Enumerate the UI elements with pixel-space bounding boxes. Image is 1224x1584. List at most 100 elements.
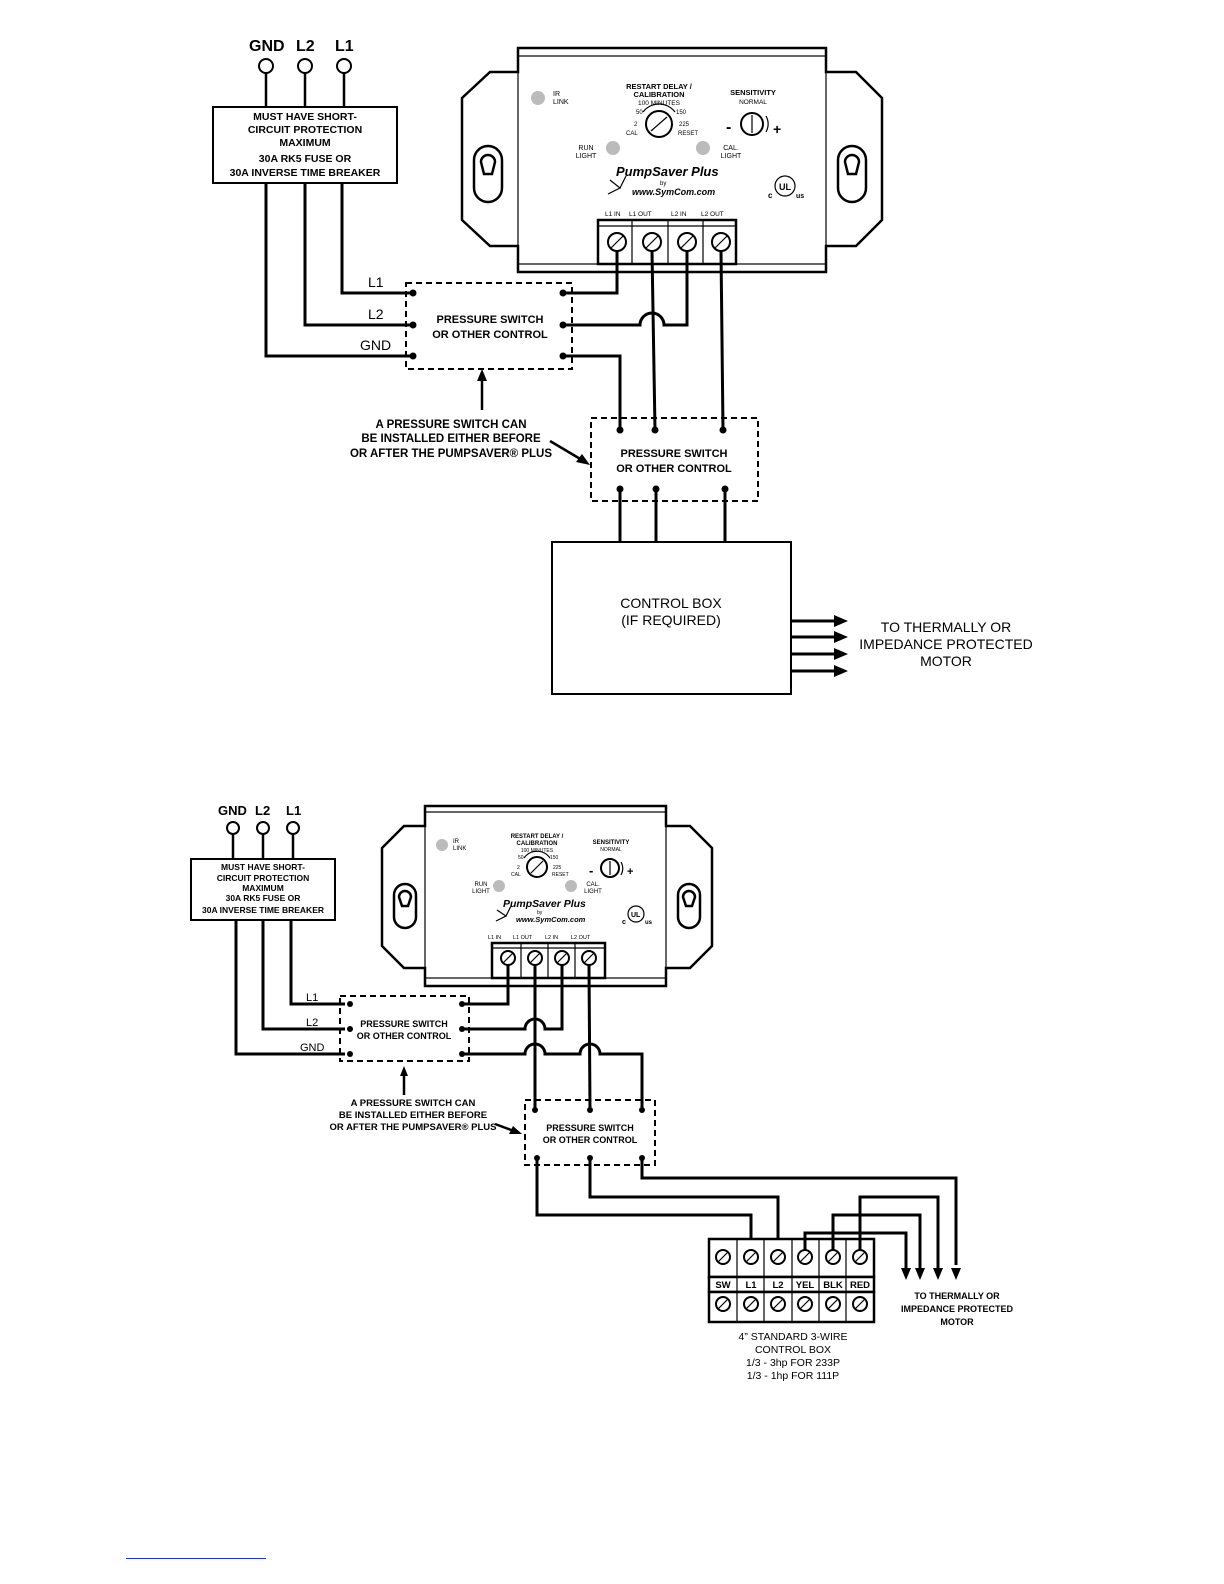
top-dial-mark-50: 50 [636, 110, 643, 116]
bottom-wire-l1-label: L1 [306, 992, 318, 1004]
bottom-cal-light-2: LIGHT [584, 889, 602, 895]
top-note-line-3: OR AFTER THE PUMPSAVER® PLUS [350, 448, 552, 460]
bottom-brand-url: www.SymCom.com [516, 915, 586, 924]
top-note-line-1: A PRESSURE SWITCH CAN [376, 419, 527, 431]
top-dial-mark-cal: CAL [626, 131, 638, 137]
bottom-run-light-1: RUN [475, 882, 488, 888]
top-cert-ul: UL [779, 182, 791, 192]
bottom-term-l2in: L2 IN [545, 935, 558, 941]
bottom-restart-label-1: RESTART DELAY / [511, 834, 564, 840]
top-sensitivity-label: SENSITIVITY [730, 88, 776, 97]
bottom-switch-right-line-1: PRESSURE SWITCH [546, 1123, 634, 1133]
top-wire-l2-label: L2 [368, 306, 384, 322]
top-supply-l2-terminal [297, 58, 313, 74]
bottom-switch-left-line-2: OR OTHER CONTROL [357, 1031, 452, 1041]
bottom-wire-gnd-label: GND [300, 1042, 325, 1054]
top-screw-l2in [677, 232, 697, 252]
top-motor-line-3: MOTOR [920, 653, 972, 669]
top-supply-gnd-label: GND [249, 38, 285, 55]
top-sensitivity-dial[interactable] [740, 112, 769, 136]
bottom-ir-label-2: LINK [453, 846, 466, 852]
footer-rule [126, 1558, 266, 1559]
bottom-supply-l2-label: L2 [255, 803, 270, 818]
bottom-protection-line-5: 30A INVERSE TIME BREAKER [202, 905, 324, 915]
top-symcom-logo-icon [607, 175, 627, 195]
bottom-dial-mark-cal: CAL [511, 872, 521, 878]
bottom-supply-gnd-label: GND [218, 803, 247, 818]
top-cal-light-2: LIGHT [721, 153, 742, 160]
top-brand-logo: PumpSaver Plus [616, 164, 719, 179]
bottom-ul-mark-icon [627, 905, 645, 923]
top-screw-l2out [711, 232, 731, 252]
bottom-cert-c: c [622, 919, 626, 926]
top-restart-label-1: RESTART DELAY / [626, 82, 693, 91]
top-protection-line-4: 30A RK5 FUSE OR [259, 153, 352, 165]
top-switch-left-line-2: OR OTHER CONTROL [432, 329, 548, 341]
bottom-dial-mark-225: 225 [553, 865, 562, 871]
top-run-light-2: LIGHT [576, 153, 597, 160]
top-motor-arrows [791, 615, 848, 677]
top-dial-mark-150: 150 [676, 110, 687, 116]
bottom-brand-by: by [537, 910, 543, 916]
bottom-screw-l2out [581, 950, 597, 966]
top-screw-l1in [607, 232, 627, 252]
bottom-run-light-2: LIGHT [472, 889, 490, 895]
bottom-restart-dial[interactable] [523, 850, 551, 878]
top-supply-l1-label: L1 [335, 38, 354, 55]
top-control-box-line-2: (IF REQUIRED) [621, 612, 721, 628]
top-restart-dial[interactable] [642, 103, 676, 138]
bottom-motor-line-1: TO THERMALLY OR [914, 1291, 1000, 1301]
top-pressure-switch-left [405, 282, 573, 370]
top-restart-label-2: CALIBRATION [633, 90, 684, 99]
top-term-l1out: L1 OUT [629, 211, 652, 218]
strip-label-sw: SW [715, 1280, 730, 1291]
bottom-term-l1out: L1 OUT [513, 935, 533, 941]
top-ir-label-2: LINK [553, 99, 569, 106]
bottom-supply-l1-terminal [286, 821, 300, 835]
top-brand-url: www.SymCom.com [632, 187, 715, 197]
bottom-control-box-line-1: 4” STANDARD 3-WIRE [739, 1331, 848, 1343]
top-diagram: GND L2 L1 MUST HAVE SHORT- CIRCUIT PROTE… [212, 38, 1033, 695]
bottom-motor-line-2: IMPEDANCE PROTECTED [901, 1304, 1014, 1314]
top-motor-line-1: TO THERMALLY OR [881, 619, 1011, 635]
bottom-protection-line-1: MUST HAVE SHORT- [221, 862, 305, 872]
top-switch-right-line-2: OR OTHER CONTROL [616, 463, 732, 475]
top-control-box [551, 541, 792, 695]
top-protection-box [212, 106, 398, 184]
top-cert-us: us [796, 193, 804, 200]
top-term-l2out: L2 OUT [701, 211, 724, 218]
top-ir-label-1: IR [553, 91, 560, 98]
bottom-sensitivity-label: SENSITIVITY [593, 840, 630, 846]
top-switch-left-line-1: PRESSURE SWITCH [437, 314, 544, 326]
bottom-motor-line-3: MOTOR [940, 1317, 974, 1327]
top-control-box-line-1: CONTROL BOX [620, 595, 722, 611]
bottom-term-l1in: L1 IN [488, 935, 501, 941]
top-protection-line-1: MUST HAVE SHORT- [253, 111, 357, 123]
top-dial-mark-reset: RESET [678, 131, 698, 137]
bottom-screw-l2in [554, 950, 570, 966]
strip-label-yel: YEL [796, 1280, 815, 1291]
top-plus-sign: + [773, 121, 781, 137]
strip-screws-bottom [715, 1296, 868, 1312]
bottom-note-line-1: A PRESSURE SWITCH CAN [351, 1098, 476, 1109]
strip-screws-top [715, 1249, 868, 1265]
top-cal-light-1: CAL. [723, 145, 739, 152]
bottom-restart-label-2: CALIBRATION [517, 841, 558, 847]
top-run-light-1: RUN [578, 145, 593, 152]
bottom-pumpsaver-device: IR LINK RESTART DELAY / CALIBRATION 100 … [380, 804, 714, 988]
top-protection-line-3: MAXIMUM [279, 137, 331, 149]
bottom-note-line-2: BE INSTALLED EITHER BEFORE [339, 1110, 487, 1121]
bottom-switch-left-line-1: PRESSURE SWITCH [360, 1019, 448, 1029]
top-sensitivity-normal: NORMAL [739, 99, 767, 106]
top-note-line-2: BE INSTALLED EITHER BEFORE [361, 433, 541, 445]
top-pressure-switch-right [590, 417, 759, 502]
bottom-cert-ul: UL [631, 912, 641, 919]
bottom-supply-gnd-terminal [226, 821, 240, 835]
bottom-brand-logo: PumpSaver Plus [503, 898, 586, 910]
top-dial-mark-2: 2 [634, 122, 638, 128]
bottom-minus-sign: - [589, 863, 593, 878]
bottom-protection-line-3: MAXIMUM [242, 883, 284, 893]
strip-label-l2: L2 [772, 1280, 783, 1291]
bottom-sensitivity-dial[interactable] [600, 858, 624, 878]
bottom-protection-line-2: CIRCUIT PROTECTION [217, 873, 310, 883]
